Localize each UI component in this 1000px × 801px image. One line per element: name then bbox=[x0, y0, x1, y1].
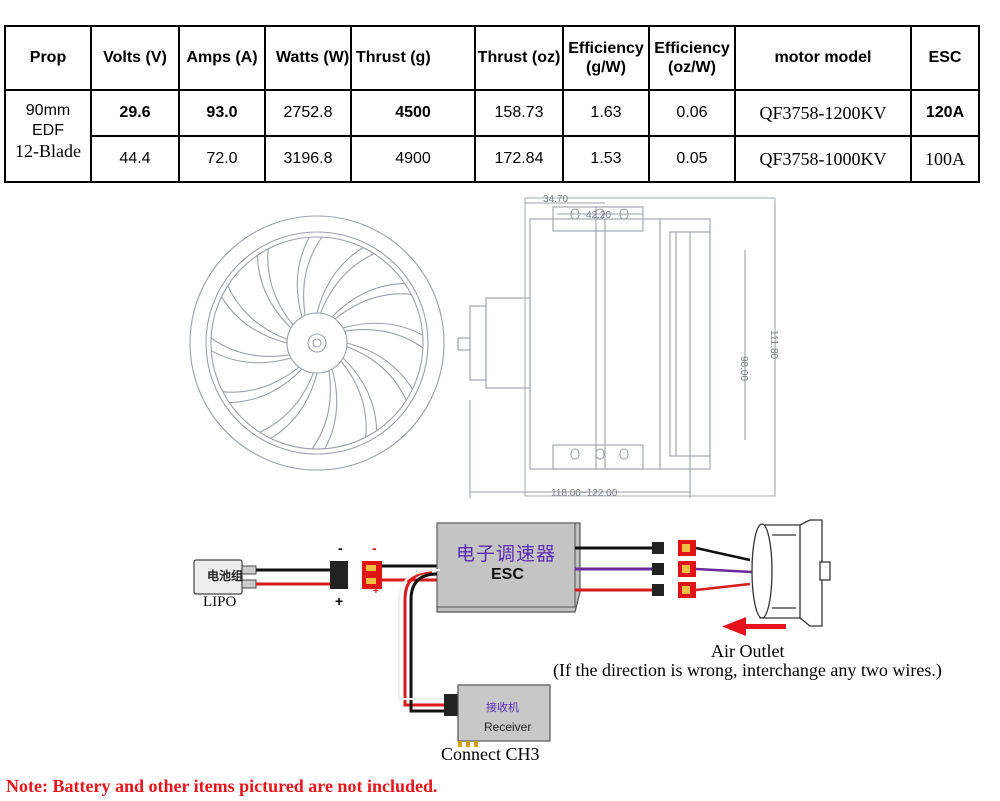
spec-table: Prop Volts (V) Amps (A) Watts (W) Thrust… bbox=[4, 25, 980, 183]
fan-blade-edge bbox=[334, 293, 412, 320]
fan-blade-edge bbox=[311, 370, 331, 450]
table-header-row: Prop Volts (V) Amps (A) Watts (W) Thrust… bbox=[4, 25, 980, 91]
cell-watts: 2752.8 bbox=[264, 89, 352, 137]
fan-blade-edge bbox=[340, 360, 367, 438]
header-prop: Prop bbox=[4, 25, 92, 91]
esc-label-cn: 电子调速器 bbox=[456, 544, 557, 565]
fan-blade-edge bbox=[303, 236, 323, 316]
prop-cell: 90mm EDF 12-Blade bbox=[4, 89, 92, 183]
fan-blade-edge bbox=[344, 329, 424, 349]
lipo-label: LIPO bbox=[203, 594, 237, 610]
dim-side-1: 98.00 bbox=[738, 356, 749, 381]
table-row: 90mm EDF 12-Blade 29.6 93.0 2752.8 4500 … bbox=[4, 89, 980, 183]
fan-blade bbox=[221, 296, 288, 344]
header-motor-model: motor model bbox=[734, 25, 912, 91]
battery-label-cn: 电池组 bbox=[207, 569, 244, 583]
esc-label: ESC bbox=[491, 566, 524, 583]
cell-esc: 100A bbox=[910, 135, 980, 183]
battery-connector bbox=[330, 561, 348, 589]
cell-volts: 29.6 bbox=[90, 89, 180, 137]
air-outlet-arrow bbox=[722, 617, 786, 636]
cell-thrust-g: 4500 bbox=[350, 89, 476, 137]
fan-blade-edge bbox=[346, 346, 407, 401]
fan-blade bbox=[342, 357, 378, 431]
fan-side-view bbox=[457, 197, 776, 498]
receiver-label-cn: 接收机 bbox=[486, 702, 519, 714]
cell-eff-ozw: 0.05 bbox=[648, 135, 736, 183]
fan-blade-edge bbox=[267, 248, 294, 326]
cell-eff-gw: 1.63 bbox=[562, 89, 650, 137]
cell-esc: 120A bbox=[910, 89, 980, 137]
fan-blade bbox=[270, 372, 318, 439]
cell-amps: 72.0 bbox=[178, 135, 266, 183]
fan-blade-edge bbox=[227, 285, 288, 340]
fan-blade bbox=[229, 368, 303, 404]
header-watts: Watts (W) bbox=[264, 25, 352, 91]
fan-blade bbox=[256, 255, 292, 329]
edf-unit bbox=[751, 519, 831, 627]
motor-connectors bbox=[652, 540, 696, 598]
cell-volts: 44.4 bbox=[90, 135, 180, 183]
cell-motor-model: QF3758-1200KV bbox=[734, 89, 912, 137]
header-esc: ESC bbox=[910, 25, 980, 91]
fan-blade bbox=[346, 342, 413, 390]
dim-top-2: 42.20 bbox=[586, 210, 611, 221]
cell-motor-model: QF3758-1000KV bbox=[734, 135, 912, 183]
fan-blade-edge bbox=[222, 366, 300, 393]
prop-type: EDF bbox=[32, 122, 64, 139]
cell-watts: 3196.8 bbox=[264, 135, 352, 183]
header-volts: Volts (V) bbox=[90, 25, 180, 91]
fan-blade bbox=[316, 247, 364, 314]
esc-plus: + bbox=[373, 586, 379, 597]
cell-eff-gw: 1.53 bbox=[562, 135, 650, 183]
fan-blades bbox=[210, 236, 424, 450]
header-efficiency-gw: Efficiency (g/W) bbox=[562, 25, 650, 91]
fan-blade bbox=[324, 368, 338, 449]
dim-bottom: 118.00~122.00 bbox=[551, 488, 618, 499]
battery-pack bbox=[193, 559, 243, 595]
cell-amps: 93.0 bbox=[178, 89, 266, 137]
direction-note: (If the direction is wrong, interchange … bbox=[553, 660, 942, 680]
prop-size: 90mm bbox=[25, 102, 71, 119]
fan-blade bbox=[211, 350, 292, 364]
dim-side-2: 111.80 bbox=[768, 330, 779, 360]
battery-plus: + bbox=[335, 593, 343, 609]
cell-thrust-g: 4900 bbox=[350, 135, 476, 183]
prop-blades: 12-Blade bbox=[15, 141, 81, 161]
header-thrust-oz: Thrust (oz) bbox=[474, 25, 564, 91]
footer-note: Note: Battery and other items pictured a… bbox=[6, 776, 438, 796]
table-row: 44.4 72.0 3196.8 4900 172.84 1.53 0.05 Q… bbox=[5, 135, 980, 183]
receiver-box bbox=[457, 684, 551, 742]
fan-blade bbox=[331, 282, 405, 318]
header-amps: Amps (A) bbox=[178, 25, 266, 91]
cell-thrust-oz: 158.73 bbox=[474, 89, 564, 137]
fan-blade-edge bbox=[210, 337, 290, 357]
battery-minus: - bbox=[338, 540, 343, 556]
fan-blade-edge bbox=[320, 253, 375, 314]
receiver-label: Receiver bbox=[484, 720, 532, 734]
header-thrust-g: Thrust (g) bbox=[350, 25, 476, 91]
fan-front-view bbox=[189, 215, 445, 471]
cell-thrust-oz: 172.84 bbox=[474, 135, 564, 183]
fan-blade bbox=[342, 322, 423, 336]
air-outlet-label: Air Outlet bbox=[711, 641, 785, 661]
fan-blade bbox=[296, 237, 310, 318]
header-efficiency-ozw: Efficiency (oz/W) bbox=[648, 25, 736, 91]
cell-eff-ozw: 0.06 bbox=[648, 89, 736, 137]
wiring-diagram: - + - + bbox=[193, 519, 831, 747]
dim-top-1: 34.70 bbox=[543, 194, 568, 205]
fan-blade-edge bbox=[259, 372, 314, 433]
connect-ch3-label: Connect CH3 bbox=[441, 744, 540, 764]
esc-minus: - bbox=[372, 540, 377, 556]
